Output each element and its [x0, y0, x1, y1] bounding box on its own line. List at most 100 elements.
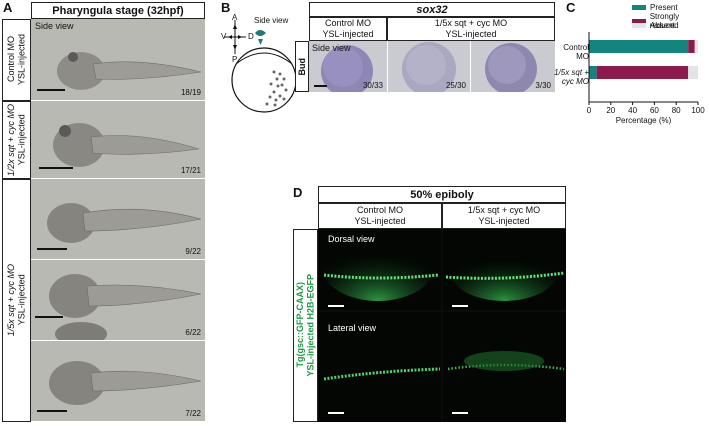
ish-fifth-image-2: 3/30 [471, 41, 555, 92]
chart-row-label-fifth-line1: 1/5x sqt + [554, 68, 589, 77]
side-view-label-a: Side view [35, 21, 74, 31]
panel-b-col2-line1: 1/5x sqt + cyc MO [434, 18, 508, 29]
confocal-drawing [318, 229, 566, 422]
chart-row-label-control-line1: Control [563, 43, 589, 52]
scale-bar [452, 412, 468, 414]
count-fifth-1: 9/22 [185, 247, 201, 256]
ish-fifth-embryo-2 [485, 43, 537, 92]
panel-d-col1-header: Control MO YSL-injected [318, 203, 442, 229]
panel-b-col1-line2: YSL-injected [322, 29, 374, 39]
panel-d-col2-line2: YSL-injected [478, 216, 530, 226]
panel-b-letter: B [221, 0, 231, 15]
axis-v-label: V [221, 32, 227, 41]
image-fifth-larva-3: 7/22 [31, 341, 205, 422]
legend-label-reduced: Strongly reduced [649, 12, 680, 30]
legend-label-present: Present [650, 3, 678, 12]
legend-swatch-present [632, 5, 646, 10]
count-fifth-3: 7/22 [185, 409, 201, 418]
x-tick-label: 80 [672, 106, 681, 115]
x-axis-label: Percentage (%) [616, 116, 672, 125]
x-tick-label: 60 [650, 106, 659, 115]
panel-a-header: Pharyngula stage (32hpf) [31, 2, 205, 19]
bar-absent-0 [694, 40, 698, 53]
x-tick-label: 20 [606, 106, 615, 115]
row-label-fifth-line1: 1/5x sqt + cyc MO [6, 264, 17, 337]
bar-strongly-reduced-1 [596, 66, 689, 79]
row-label-control-line2: YSL-injected [16, 34, 27, 86]
count-control: 18/19 [180, 88, 201, 97]
larva-fifth-drawing-2 [49, 274, 202, 340]
panel-b-col2-line2: YSL-injected [445, 29, 497, 39]
chart-row-label-fifth: 1/5x sqt + cyc MO [550, 68, 589, 86]
panel-d-letter: D [293, 185, 303, 200]
x-tick-label: 100 [691, 106, 705, 115]
scale-bar [37, 410, 67, 412]
stage-label-box: Bud [295, 41, 309, 92]
panel-d-side-label-line2: YSL-injected H2B-EGFP [305, 274, 316, 377]
ish-fifth-image-1: 25/30 [388, 41, 470, 92]
legend-absent: Absent [632, 21, 675, 30]
panel-b-col2-header: 1/5x sqt + cyc MO YSL-injected [387, 17, 555, 41]
scale-bar [37, 248, 67, 250]
panel-d-col1-line2: YSL-injected [354, 216, 406, 226]
bar-present-0 [589, 40, 689, 53]
image-control-larva: Side view 18/19 [31, 19, 205, 101]
row-label-control-line1: Control MO [6, 37, 17, 84]
row-label-half-line2: YSL-injected [16, 114, 27, 166]
panel-b-col1-line1: Control MO [324, 18, 371, 29]
count-half: 17/21 [180, 166, 201, 175]
scale-bar [35, 316, 63, 318]
panel-d-side-label-line1: Tg(gsc::GFP-CAAX) [295, 282, 306, 369]
scale-bar [328, 305, 344, 307]
legend-reduced: Strongly reduced [632, 12, 709, 30]
legend-present: Present [632, 3, 678, 12]
larva-fifth-drawing-1 [47, 203, 202, 243]
chart-row-label-control: Control MO [555, 43, 589, 61]
ish-control-image: Side view 30/33 [309, 41, 387, 92]
stage-label: Bud [296, 57, 307, 76]
embryo-schematic [224, 20, 297, 113]
panel-b-col1-header: Control MO YSL-injected [309, 17, 387, 41]
count-ish-control: 30/33 [362, 81, 383, 90]
image-fifth-larva-1: 9/22 [31, 179, 205, 260]
x-tick-label: 0 [587, 106, 592, 115]
legend-swatch-reduced [632, 18, 646, 24]
row-label-half-line1: 1/2x sqt + cyc MO [6, 103, 17, 177]
confocal-image: Dorsal view Lateral view [318, 229, 566, 422]
count-fifth-2: 6/22 [185, 328, 201, 337]
axis-p-label: P [232, 55, 238, 64]
count-ish-fifth-1: 25/30 [445, 81, 466, 90]
image-half-larva: 17/21 [31, 101, 205, 179]
panel-d-col2-header: 1/5x sqt + cyc MO YSL-injected [442, 203, 566, 229]
axis-a-label: A [232, 13, 238, 22]
scale-bar [452, 305, 468, 307]
larva-control-drawing [57, 52, 202, 90]
panel-d-header: 50% epiboly [318, 186, 566, 203]
dorsal-view-label: Dorsal view [328, 234, 375, 244]
panel-d-col2-line1: 1/5x sqt + cyc MO [467, 205, 541, 216]
scale-bar [37, 89, 65, 91]
x-tick-label: 40 [628, 106, 637, 115]
image-fifth-larva-2: 6/22 [31, 260, 205, 341]
lateral-view-label: Lateral view [328, 323, 377, 333]
side-view-label-b: Side view [312, 43, 351, 53]
panel-d-side-label-box: Tg(gsc::GFP-CAAX) YSL-injected H2B-EGFP [293, 229, 318, 422]
axis-d-label: D [248, 32, 254, 41]
larva-half-drawing [53, 123, 200, 167]
scale-bar [328, 412, 344, 414]
legend-swatch-absent [632, 23, 646, 28]
panel-a-letter: A [3, 0, 13, 15]
chart-row-label-fifth-line2: cyc MO [561, 77, 589, 87]
bar-absent-1 [688, 66, 698, 79]
panel-d-col1-line1: Control MO [356, 205, 403, 216]
legend-label-absent: Absent [650, 21, 675, 30]
larva-fifth-drawing-3 [49, 361, 202, 405]
chart-row-label-control-line2: MO [576, 52, 589, 62]
ish-control-embryo [321, 45, 373, 92]
row-label-fifth-line2: YSL-injected [16, 274, 27, 327]
ish-fifth-embryo-1 [402, 42, 456, 92]
